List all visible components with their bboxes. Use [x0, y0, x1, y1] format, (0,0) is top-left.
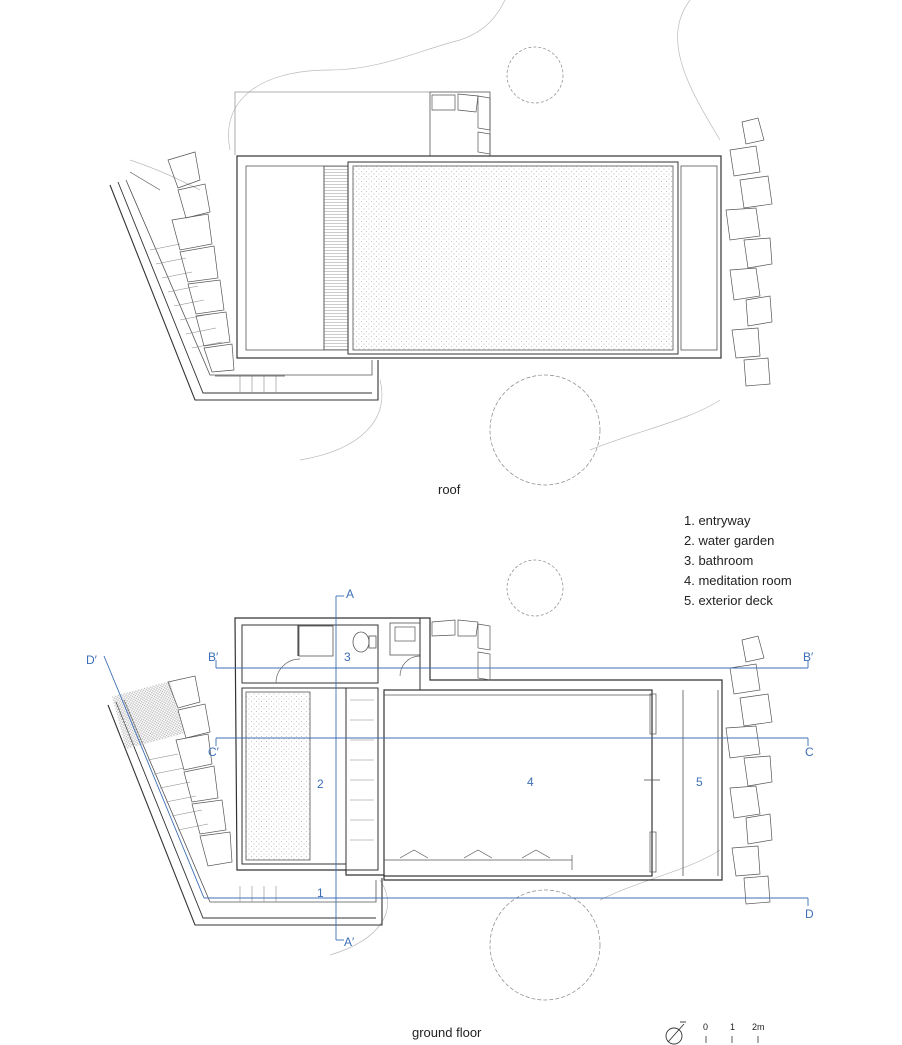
tree-icon: [489, 559, 601, 1001]
legend-item-bathroom: 3. bathroom: [684, 553, 754, 568]
room-number-exterior-deck: 5: [696, 775, 703, 789]
cushions: [399, 849, 551, 859]
scale-tick-0: 0: [703, 1022, 708, 1032]
room-numbers: 1 2 3 4 5: [317, 650, 703, 900]
terrain-contour: [329, 879, 389, 956]
section-label-c: C: [805, 745, 814, 759]
stones-right: [725, 117, 773, 387]
roof-plan: [109, 0, 773, 486]
legend-item-meditation-room: 4. meditation room: [684, 573, 792, 588]
stone-wall: [167, 151, 235, 373]
section-label-d: D: [805, 907, 814, 921]
section-lines: [103, 595, 809, 941]
terrain-contour: [599, 849, 721, 901]
stones-right: [725, 635, 773, 905]
legend-item-water-garden: 2. water garden: [684, 533, 775, 548]
scale-bar-labels: 0 1 2m: [703, 1022, 765, 1032]
section-label-a-prime: A′: [344, 935, 355, 949]
tree-icon: [489, 46, 601, 486]
roof-plan-title: roof: [438, 482, 461, 497]
scale-tick-2m: 2m: [752, 1022, 765, 1032]
stones-upper: [431, 619, 491, 681]
north-arrow-icon: [665, 1021, 686, 1045]
legend-item-exterior-deck: 5. exterior deck: [684, 593, 773, 608]
scale-tick-1: 1: [730, 1022, 735, 1032]
terrain-contour: [299, 379, 383, 461]
room-legend: 1. entryway 2. water garden 3. bathroom …: [684, 511, 792, 611]
room-number-entryway: 1: [317, 886, 324, 900]
terrain-contour: [589, 399, 721, 451]
section-label-d-prime: D′: [86, 653, 98, 667]
section-labels: A A′ B′ B′ C′ C D′ D: [86, 587, 814, 949]
legend-item-entryway: 1. entryway: [684, 513, 751, 528]
ground-floor-plan: [107, 559, 773, 1001]
stones-upper: [431, 93, 491, 155]
room-number-water-garden: 2: [317, 777, 324, 791]
ground-floor-plan-title: ground floor: [412, 1025, 482, 1040]
room-number-meditation-room: 4: [527, 775, 534, 789]
scale-bar: [705, 1036, 759, 1043]
stone-wall: [167, 675, 233, 867]
sink-icon: [394, 626, 416, 642]
terrain-contour: [677, 0, 721, 141]
toilet-icon: [352, 631, 370, 653]
section-label-a: A: [346, 587, 354, 601]
section-label-b-prime-right: B′: [803, 650, 814, 664]
section-label-c-prime: C′: [208, 745, 220, 759]
ramp-treads: [149, 243, 277, 393]
terrain-contour: [228, 0, 506, 151]
room-number-bathroom: 3: [344, 650, 351, 664]
section-label-b-prime: B′: [208, 650, 219, 664]
terrain-contour: [129, 159, 201, 191]
